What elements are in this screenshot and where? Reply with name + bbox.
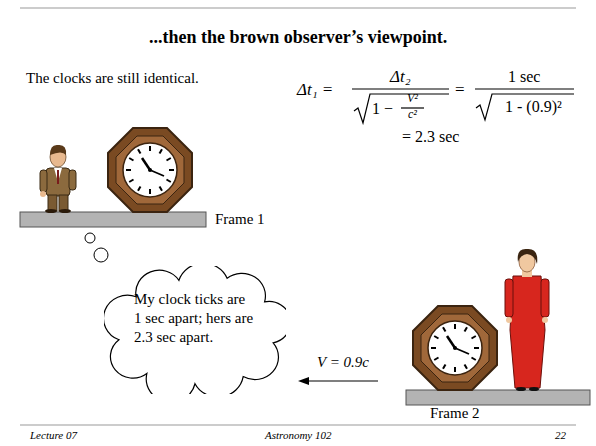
frame-label: Frame 1	[215, 211, 265, 228]
footer-text: Lecture 07	[30, 429, 77, 442]
equation-term: 1 - (0.9)²	[505, 98, 562, 116]
page-number: 22	[555, 429, 566, 442]
statement-text: The clocks are still identical.	[26, 70, 199, 87]
equation-term: 1 sec	[508, 68, 540, 86]
footer-text: Astronomy 102	[265, 429, 332, 442]
equation-term: V²	[407, 92, 418, 106]
velocity-arrow	[298, 377, 378, 385]
velocity-label: V = 0.9c	[317, 354, 369, 371]
platform	[406, 390, 590, 405]
thought-dot	[94, 248, 108, 262]
platform	[20, 212, 206, 227]
frame-label: Frame 2	[430, 405, 480, 422]
clock	[108, 128, 192, 212]
clock	[413, 306, 497, 390]
equation-term: Δt₁ =	[297, 80, 333, 100]
equation-term: Δt₂	[390, 67, 411, 87]
thought-bubble: My clock ticks are 1 sec apart; hers are…	[104, 266, 286, 394]
thought-dot	[85, 233, 95, 243]
thought-text: My clock ticks are 1 sec apart; hers are…	[134, 290, 256, 347]
woman-figure	[505, 249, 549, 391]
bottom-rule	[20, 425, 576, 426]
bubble-text-area: My clock ticks are 1 sec apart; hers are…	[134, 290, 256, 347]
equation-term: c²	[408, 108, 417, 122]
top-rule	[20, 8, 576, 9]
man-figure	[40, 145, 76, 213]
equation-term: =	[455, 80, 465, 100]
slide-title: ...then the brown observer’s viewpoint.	[149, 27, 447, 48]
equation-result: = 2.3 sec	[402, 128, 459, 146]
equation-term: 1 −	[372, 100, 393, 118]
